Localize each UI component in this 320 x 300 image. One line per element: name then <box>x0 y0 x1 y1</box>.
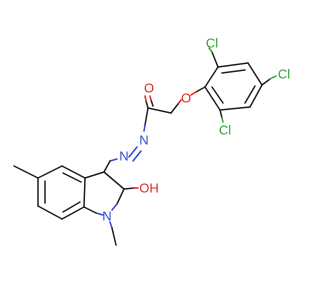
bond-c3-c2 <box>103 171 125 190</box>
molecule-diagram: Cl Cl Cl O O N N OH N <box>13 36 290 246</box>
bond-o-half-1 <box>190 91 197 96</box>
atom-cl-bottom: Cl <box>219 123 231 138</box>
bond-n-c3-half <box>109 158 118 162</box>
bond-c3a-c4 <box>61 165 86 179</box>
bond-benz-double-3 <box>62 201 81 213</box>
bond-c-cl-bottom <box>219 109 223 119</box>
bond-cl-bottom-half <box>221 117 224 123</box>
bond-n-me-half <box>109 221 113 229</box>
bond-c-o-double-1b <box>144 95 147 102</box>
bond-c-o-double-2a <box>150 99 154 107</box>
bond-c2-n1 <box>116 188 125 205</box>
bond-n-c3 <box>103 160 111 173</box>
bond-benz-double-1 <box>62 172 82 183</box>
bond-n-n-1 <box>128 146 138 158</box>
atom-n-hydrazide: N <box>139 133 148 148</box>
structure-svg: Cl Cl Cl O O N N OH N <box>13 36 290 246</box>
atom-o-carbonyl: O <box>144 81 154 96</box>
bond-c5-methyl <box>13 165 39 179</box>
bond-cl-top-half <box>208 47 213 53</box>
bond-ring-a4 <box>249 84 263 108</box>
bond-n-methyl <box>111 227 117 246</box>
bond-c-n <box>144 107 149 126</box>
bond-o-ch2 <box>170 103 179 114</box>
bond-ring-a2 <box>217 62 249 68</box>
bond-cl-right-half <box>269 75 277 80</box>
bond-ring-double-3 <box>211 86 224 104</box>
bond-c-o-double-2b <box>149 95 152 101</box>
bond-c-cl-top <box>211 51 219 68</box>
bond-ring-double-1 <box>221 69 246 74</box>
trichlorophenyl-ring <box>204 62 263 111</box>
indole-core <box>13 165 139 246</box>
bond-ch2-c <box>147 107 172 114</box>
bond-c-cl-right <box>261 78 271 86</box>
atom-cl-top: Cl <box>206 36 218 51</box>
bond-ring-o <box>195 86 206 93</box>
bond-c3a-c3 <box>84 171 105 179</box>
atom-oh: OH <box>139 181 159 196</box>
bond-ring-a5 <box>219 106 251 111</box>
bond-c-n-half <box>143 124 146 132</box>
bond-ring-double-2 <box>244 85 256 104</box>
bond-c7-c7a <box>61 206 85 220</box>
bond-ring-a6 <box>204 86 221 111</box>
atom-n-ring: N <box>102 209 111 224</box>
bond-o-half-2 <box>177 99 182 105</box>
bond-n1-c7a <box>83 206 97 214</box>
atom-cl-right: Cl <box>278 67 290 82</box>
bond-c-o-double-1a <box>145 100 149 109</box>
bond-n1-c7a-half <box>95 212 104 216</box>
bond-ring-a3 <box>247 62 263 86</box>
atom-o-ether: O <box>181 91 191 106</box>
bond-ring-a1 <box>204 66 219 88</box>
bond-c2-n1-half <box>111 203 118 211</box>
atom-n-azo: N <box>119 149 128 164</box>
bond-c2-oh <box>123 187 135 190</box>
bond-c7a-c3a <box>83 177 86 208</box>
bond-c4-c5 <box>37 165 63 179</box>
bond-c6-c7 <box>37 205 63 220</box>
bond-n-n-2 <box>132 150 142 162</box>
